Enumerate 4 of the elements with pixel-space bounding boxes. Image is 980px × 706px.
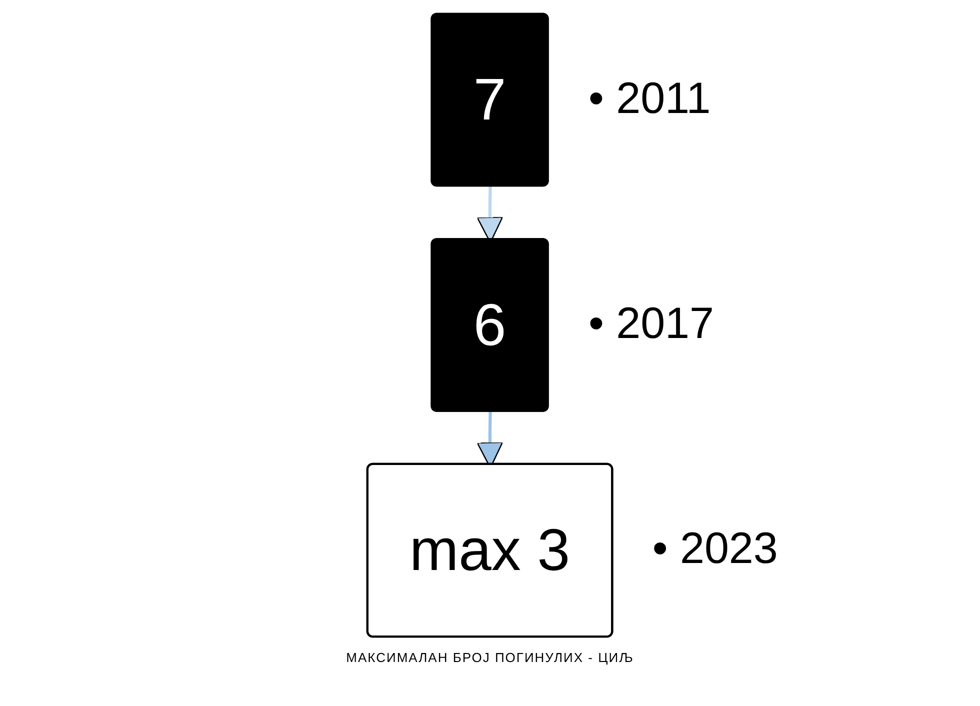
year-text: • 2011 [588,74,711,124]
year-text: • 2023 [652,524,778,574]
caption-text: МАКСИМАЛАН БРОЈ ПОГИНУЛИХ - ЦИЉ [346,650,634,665]
year-text: • 2017 [588,298,714,349]
